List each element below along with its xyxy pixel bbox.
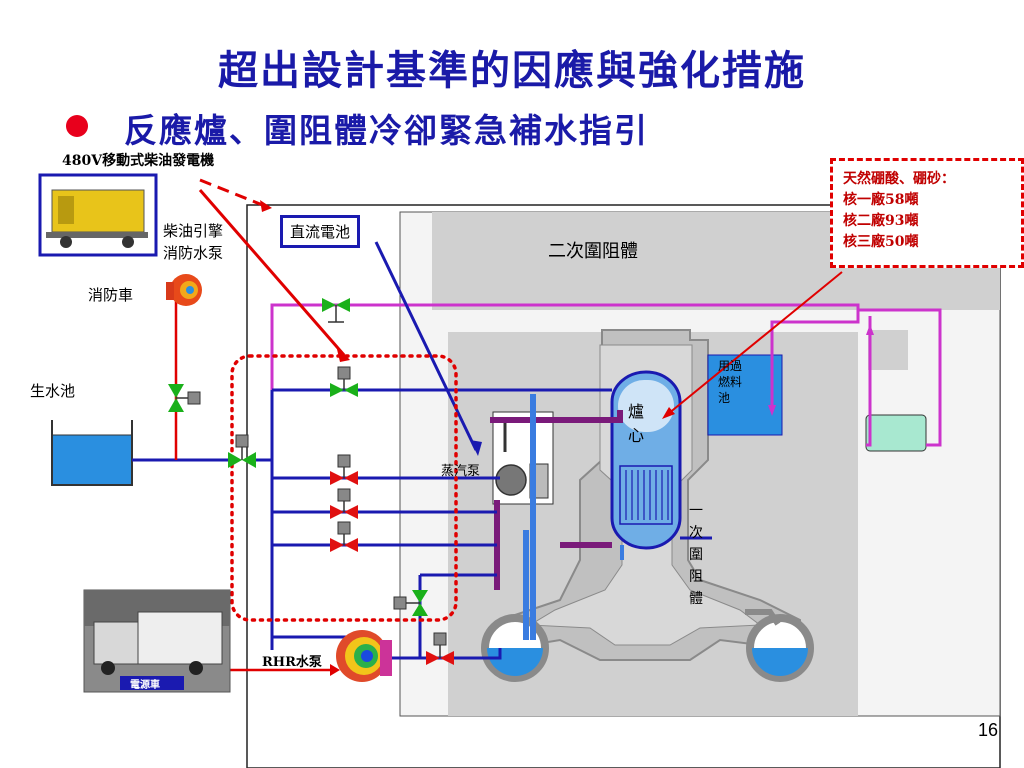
spent-fuel-pool [707,354,783,436]
fuel-rods [625,470,669,520]
rhr-pump-label: RHR水泵 [262,655,322,670]
boric-acid-line-2: 核一廠58噸 [843,192,919,208]
spent-fuel-pool-line-2: 燃料 [718,375,743,389]
fire-truck-icon [166,274,202,306]
boric-acid-arrow [667,271,843,415]
vent-pipe-right [745,609,781,626]
steam-pump-rotor [495,464,527,496]
secondary-containment-label: 二次圍阻體 [548,241,638,262]
primary-containment-char-2: 次 [689,525,703,541]
primary-containment-char-1: 一 [689,503,703,519]
valve-branch-3 [330,488,358,519]
page-title: 超出設計基準的因應與強化措施 [218,47,806,94]
rhr-discharge [372,648,502,660]
page-number: 16 [977,720,998,740]
valve-branch-1 [330,366,358,397]
dc-battery-label: 直流電池 [290,223,351,241]
primary-containment-char-3: 圍 [689,547,703,563]
power-truck-picture [84,590,230,690]
raw-water-pool-label: 生水池 [30,382,76,400]
sfp-makeup-line [270,303,860,637]
reactor-core-label: 爐 心 [628,400,644,448]
diesel-pump-arrow [198,189,346,356]
valve-raw-water [228,434,256,468]
boric-acid-line-1: 天然硼酸、硼砂： [843,171,955,187]
spent-fuel-pool-label: 用過 燃料 池 [718,358,742,406]
diesel-pump-label-2: 消防水泵 [163,244,224,262]
dc-battery-arrow [374,241,478,451]
power-truck-label: 電源車 [130,680,160,691]
valve-fire-line [168,384,201,412]
core-grid [619,465,673,525]
reactor-core-line-1: 爐 [628,402,645,421]
boric-acid-note: 天然硼酸、硼砂： 核一廠58噸 核二廠93噸 核三廠50噸 [830,158,1024,268]
generator-picture [46,189,148,248]
primary-containment-char-5: 體 [689,591,703,607]
primary-containment-label: 一 次 圍 阻 體 [689,500,703,610]
generator-arrow [199,178,271,210]
rhr-pump [336,630,392,682]
boric-acid-line-3: 核二廠93噸 [843,213,919,229]
fire-truck-label: 消防車 [88,286,134,304]
hx-line-top [858,308,942,447]
steam-pump-label: 蒸汽泵 [441,464,481,479]
dc-battery-box: 直流電池 [280,215,361,248]
valve-branch-2 [330,454,358,485]
bullet-dot [66,115,88,137]
valve-branch-4 [330,521,358,552]
valve-top-magenta [322,298,350,323]
boric-acid-line-4: 核三廠50噸 [843,234,919,250]
heat-exchanger [865,414,927,452]
page-subtitle: 反應爐、圍阻體冷卻緊急補水指引 [124,111,649,150]
spent-fuel-pool-line-1: 用過 [718,359,743,373]
hx-line-left [866,316,872,447]
raw-water-pool-tank [51,434,133,486]
valve-rhr-vertical [393,590,428,616]
vessel-steam-dome [618,380,674,432]
generator-label: 480V移動式柴油發電機 [62,153,215,169]
suppression-pool-right-water [752,648,808,676]
spent-fuel-pool-line-3: 池 [718,391,731,405]
reactor-core-line-2: 心 [628,426,645,445]
valve-group-outline [230,354,458,622]
building-side [868,330,908,370]
valve-rhr-discharge [426,632,454,665]
primary-containment-char-4: 阻 [689,569,703,585]
diesel-pump-label-1: 柴油引擎 [163,222,224,240]
